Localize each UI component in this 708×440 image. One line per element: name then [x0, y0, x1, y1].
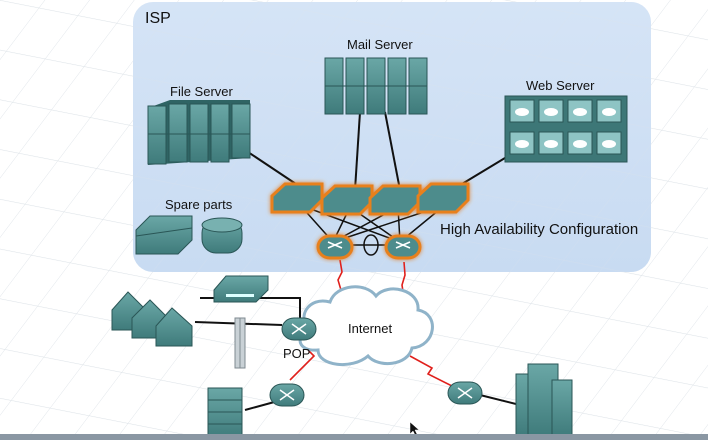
building-icon [207, 363, 573, 439]
web-server-icon [504, 95, 628, 163]
mail-server-icon [324, 57, 428, 115]
tower-icon [234, 317, 246, 369]
file-server-label: File Server [170, 84, 233, 99]
router-icon [269, 381, 483, 407]
pop-label: POP [283, 346, 311, 361]
spare-parts-label: Spare parts [165, 197, 233, 212]
file-server-icon [147, 100, 251, 165]
internet-label: Internet [348, 321, 393, 336]
bottom-bar [0, 434, 708, 440]
modem-icon [213, 275, 269, 303]
cloud-icon [298, 285, 434, 367]
house-icon [111, 291, 193, 347]
pop-router-icon [281, 317, 317, 341]
mail-server-label: Mail Server [347, 37, 413, 52]
ha-config-label: High Availability Configuration [440, 221, 639, 238]
switch-icon [270, 182, 470, 216]
web-server-label: Web Server [526, 78, 595, 93]
router-icon [316, 234, 422, 260]
isp-label: ISP [145, 10, 171, 27]
spare-parts-icon [135, 215, 243, 255]
